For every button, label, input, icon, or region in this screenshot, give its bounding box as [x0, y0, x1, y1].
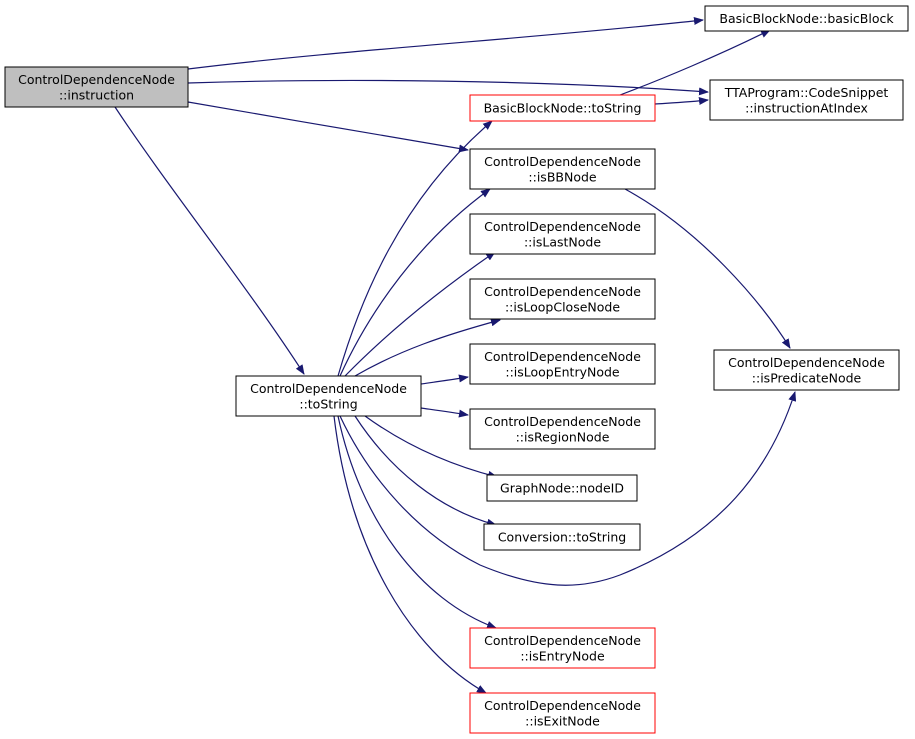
node-isLoopEntryNode[interactable]: ControlDependenceNode::isLoopEntryNode: [469, 343, 656, 385]
node-label-isLoopEntryNode-line-0: ControlDependenceNode: [484, 349, 641, 364]
node-box-instruction: [4, 66, 189, 108]
node-toString[interactable]: ControlDependenceNode::toString: [235, 375, 422, 417]
node-nodeID[interactable]: GraphNode::nodeID: [486, 474, 638, 502]
edge-toString-to-isRegionNode: [420, 407, 469, 418]
node-label-isLoopCloseNode-line-0: ControlDependenceNode: [484, 284, 641, 299]
node-box-instructionAtIndex: [709, 79, 904, 121]
node-label-isEntryNode-line-1: ::isEntryNode: [520, 648, 605, 663]
node-box-basicBlock: [704, 5, 909, 32]
node-label-isExitNode-line-0: ControlDependenceNode: [484, 698, 641, 713]
node-isEntryNode[interactable]: ControlDependenceNode::isEntryNode: [469, 627, 656, 669]
edge-instruction-to-basicBlock: [187, 17, 704, 70]
node-label-nodeID-line-0: GraphNode::nodeID: [500, 481, 624, 496]
node-box-convToString: [483, 523, 641, 551]
edge-toString-to-isLoopCloseNode: [354, 318, 501, 377]
node-isPredicateNode[interactable]: ControlDependenceNode::isPredicateNode: [713, 349, 900, 391]
node-label-isBBNode-line-1: ::isBBNode: [528, 169, 596, 184]
node-box-nodeID: [486, 474, 638, 502]
node-instructionAtIndex[interactable]: TTAProgram::CodeSnippet::instructionAtIn…: [709, 79, 904, 121]
edge-instruction-to-toString: [114, 106, 305, 375]
node-label-instructionAtIndex-line-1: ::instructionAtIndex: [745, 100, 868, 115]
node-box-isRegionNode: [469, 408, 656, 450]
node-isRegionNode[interactable]: ControlDependenceNode::isRegionNode: [469, 408, 656, 450]
node-label-convToString-line-0: Conversion::toString: [498, 530, 626, 545]
node-label-basicBlock-line-0: BasicBlockNode::basicBlock: [719, 11, 894, 26]
node-bbToString[interactable]: BasicBlockNode::toString: [469, 94, 656, 122]
edge-toString-to-isLastNode: [344, 251, 496, 377]
node-label-toString-line-0: ControlDependenceNode: [250, 381, 407, 396]
node-convToString[interactable]: Conversion::toString: [483, 523, 641, 551]
node-label-toString-line-1: ::toString: [299, 396, 357, 411]
node-isLoopCloseNode[interactable]: ControlDependenceNode::isLoopCloseNode: [469, 278, 656, 320]
edges-layer: [114, 17, 797, 694]
node-label-isRegionNode-line-1: ::isRegionNode: [516, 429, 610, 444]
node-label-isLastNode-line-0: ControlDependenceNode: [484, 219, 641, 234]
node-label-isEntryNode-line-0: ControlDependenceNode: [484, 633, 641, 648]
edge-toString-to-convToString: [354, 415, 497, 527]
node-label-isPredicateNode-line-0: ControlDependenceNode: [728, 355, 885, 370]
edge-toString-to-nodeID: [364, 415, 498, 479]
node-box-isPredicateNode: [713, 349, 900, 391]
node-isLastNode[interactable]: ControlDependenceNode::isLastNode: [469, 213, 656, 255]
node-box-isEntryNode: [469, 627, 656, 669]
node-label-instruction-line-0: ControlDependenceNode: [18, 72, 175, 87]
node-label-bbToString-line-0: BasicBlockNode::toString: [484, 101, 642, 116]
node-box-isLastNode: [469, 213, 656, 255]
node-label-instructionAtIndex-line-0: TTAProgram::CodeSnippet: [724, 85, 889, 100]
node-label-isBBNode-line-0: ControlDependenceNode: [484, 154, 641, 169]
node-isExitNode[interactable]: ControlDependenceNode::isExitNode: [469, 692, 656, 734]
edge-bbToString-to-instructionAtIndex: [654, 97, 709, 105]
node-label-isLoopEntryNode-line-1: ::isLoopEntryNode: [505, 364, 620, 379]
node-instruction[interactable]: ControlDependenceNode::instruction: [4, 66, 189, 108]
node-box-bbToString: [469, 94, 656, 122]
edge-bbToString-to-basicBlock: [619, 29, 771, 96]
edge-instruction-to-instructionAtIndex: [187, 79, 709, 96]
edge-isBBNode-to-isPredicateNode: [624, 188, 791, 349]
node-label-instruction-line-1: ::instruction: [59, 87, 134, 102]
node-box-isBBNode: [469, 148, 656, 190]
node-box-toString: [235, 375, 422, 417]
edge-toString-to-isExitNode: [333, 415, 487, 694]
node-box-isLoopEntryNode: [469, 343, 656, 385]
edge-toString-to-isPredicateNode: [339, 391, 797, 586]
node-isBBNode[interactable]: ControlDependenceNode::isBBNode: [469, 148, 656, 190]
node-label-isRegionNode-line-0: ControlDependenceNode: [484, 414, 641, 429]
nodes-layer: ControlDependenceNode::instructionContro…: [4, 5, 909, 734]
edge-toString-to-isBBNode: [339, 188, 491, 377]
node-label-isLastNode-line-1: ::isLastNode: [524, 234, 601, 249]
node-label-isExitNode-line-1: ::isExitNode: [525, 713, 600, 728]
edge-instruction-to-isBBNode: [187, 101, 469, 153]
node-box-isExitNode: [469, 692, 656, 734]
node-label-isLoopCloseNode-line-1: ::isLoopCloseNode: [505, 299, 620, 314]
node-box-isLoopCloseNode: [469, 278, 656, 320]
edge-toString-to-isEntryNode: [337, 415, 497, 629]
node-label-isPredicateNode-line-1: ::isPredicateNode: [752, 370, 862, 385]
edge-toString-to-bbToString: [337, 120, 493, 377]
node-basicBlock[interactable]: BasicBlockNode::basicBlock: [704, 5, 909, 32]
edge-toString-to-isLoopEntryNode: [420, 374, 469, 385]
